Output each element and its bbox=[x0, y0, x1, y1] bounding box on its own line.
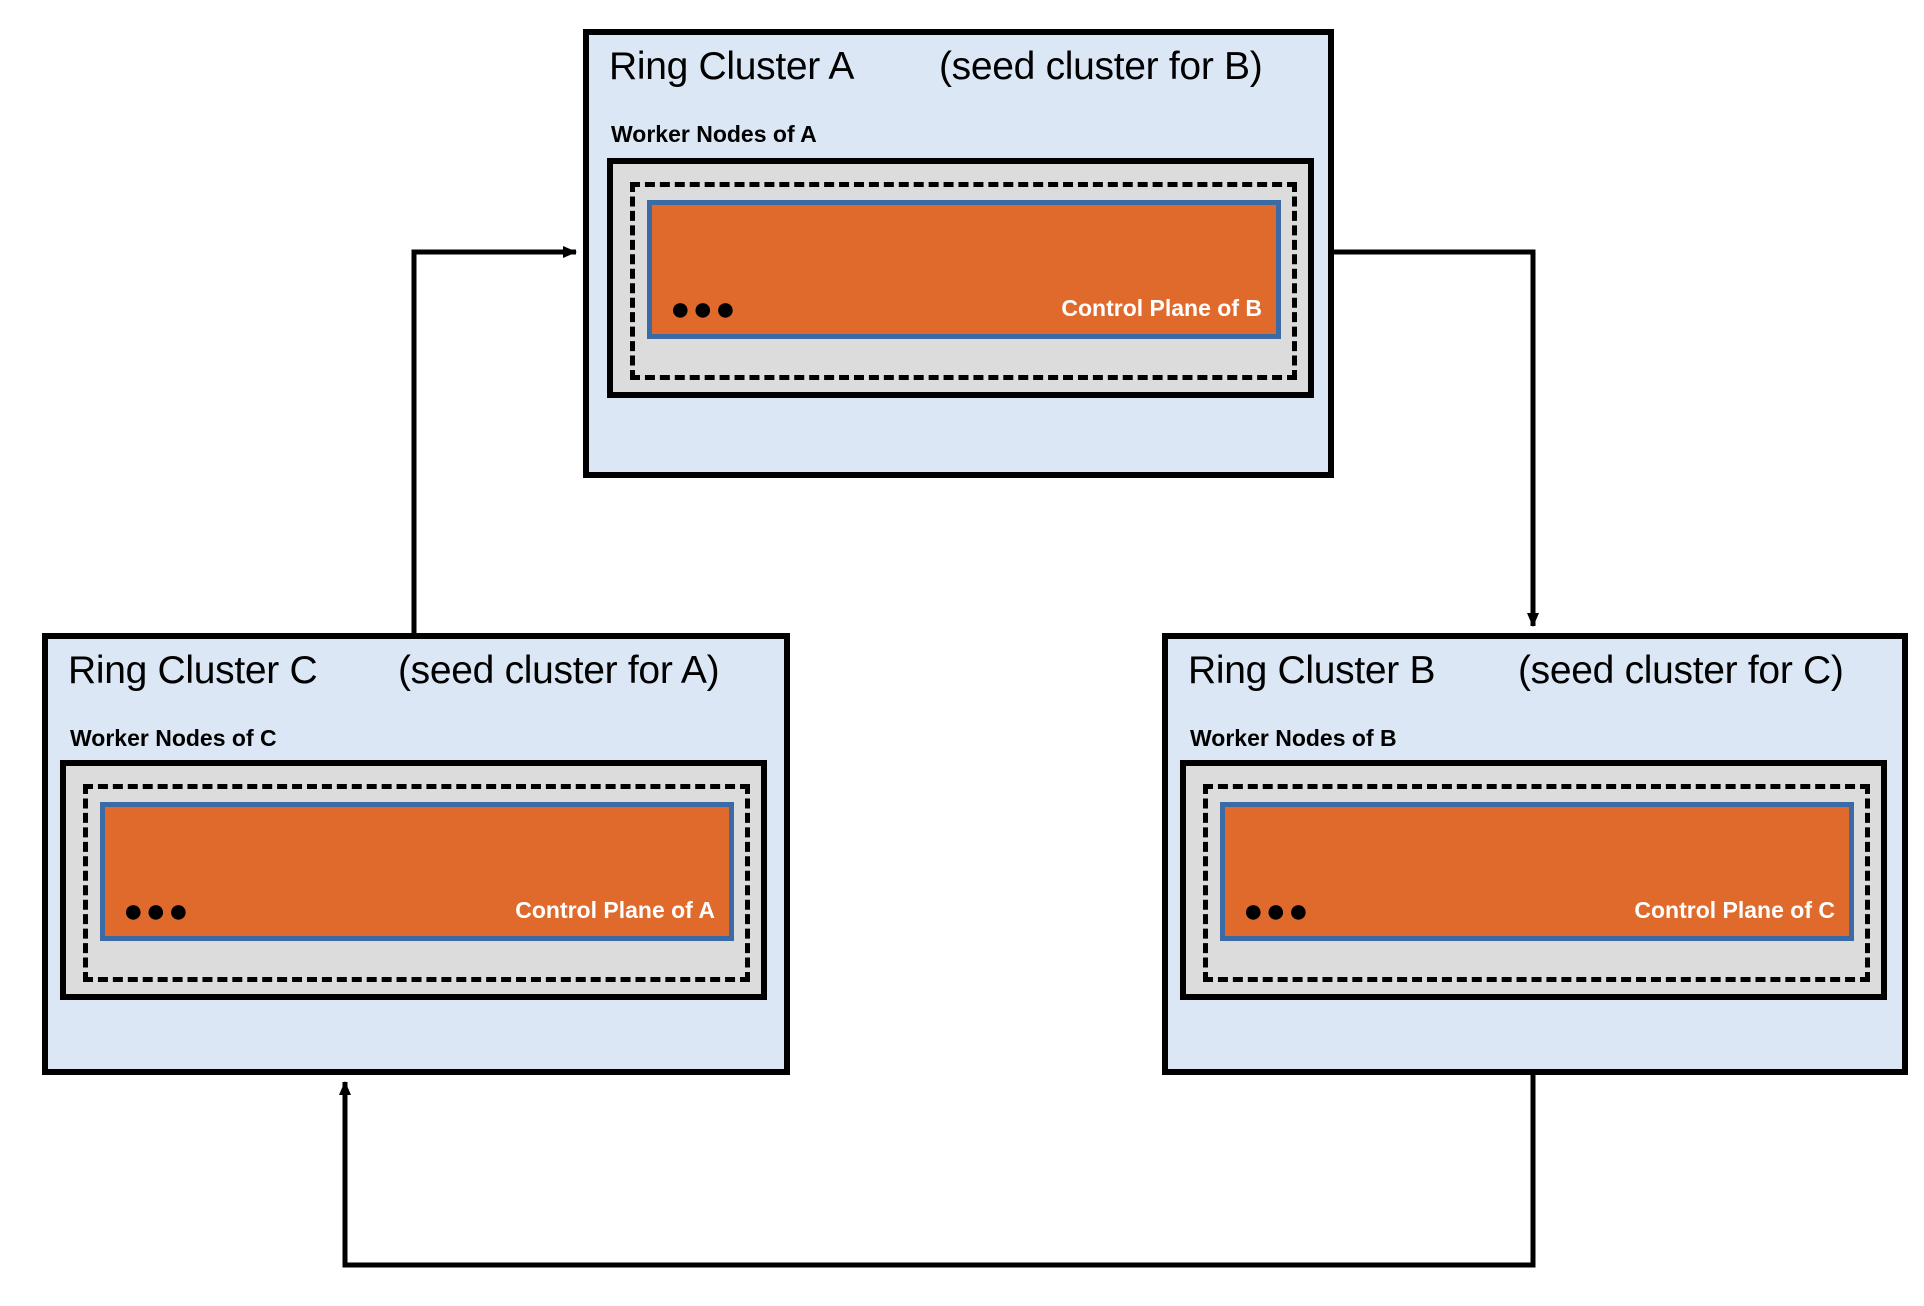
cluster-b-worker-nodes-box[interactable]: ●●● Control Plane of C bbox=[1180, 760, 1887, 1000]
cluster-c-dashed-boundary: ●●● Control Plane of A bbox=[83, 784, 750, 982]
cluster-c-control-plane-dots: ●●● bbox=[123, 892, 191, 930]
cluster-c-title-sub: (seed cluster for A) bbox=[398, 649, 720, 692]
cluster-b-title: Ring Cluster B (seed cluster for C) bbox=[1188, 649, 1844, 693]
cluster-a-dashed-boundary: ●●● Control Plane of B bbox=[630, 182, 1297, 380]
cluster-c-control-plane[interactable]: ●●● Control Plane of A bbox=[100, 802, 734, 941]
cluster-c-control-plane-label: Control Plane of A bbox=[515, 897, 715, 923]
cluster-a-worker-nodes-box[interactable]: ●●● Control Plane of B bbox=[607, 158, 1314, 398]
cluster-a-title-sub: (seed cluster for B) bbox=[939, 45, 1263, 88]
cluster-b-title-main: Ring Cluster B bbox=[1188, 649, 1436, 692]
cluster-b[interactable]: Ring Cluster B (seed cluster for C) Worke… bbox=[1162, 633, 1908, 1075]
cluster-a-worker-nodes-label: Worker Nodes of A bbox=[611, 121, 817, 147]
arrow-b-to-c bbox=[339, 1075, 1536, 1268]
cluster-b-title-sub: (seed cluster for C) bbox=[1518, 649, 1844, 692]
cluster-c-worker-nodes-box[interactable]: ●●● Control Plane of A bbox=[60, 760, 767, 1000]
cluster-c-title: Ring Cluster C (seed cluster for A) bbox=[68, 649, 720, 693]
cluster-b-worker-nodes-label: Worker Nodes of B bbox=[1190, 725, 1397, 751]
cluster-b-dashed-boundary: ●●● Control Plane of C bbox=[1203, 784, 1870, 982]
cluster-a-control-plane[interactable]: ●●● Control Plane of B bbox=[647, 200, 1281, 339]
cluster-b-control-plane[interactable]: ●●● Control Plane of C bbox=[1220, 802, 1854, 941]
cluster-c-title-main: Ring Cluster C bbox=[68, 649, 318, 692]
cluster-a-control-plane-label: Control Plane of B bbox=[1061, 295, 1262, 321]
cluster-c-worker-nodes-label: Worker Nodes of C bbox=[70, 725, 277, 751]
cluster-a-title: Ring Cluster A (seed cluster for B) bbox=[609, 45, 1263, 89]
cluster-a-control-plane-dots: ●●● bbox=[670, 290, 738, 328]
arrow-c-to-a bbox=[411, 246, 577, 633]
cluster-a-title-main: Ring Cluster A bbox=[609, 45, 855, 88]
cluster-c[interactable]: Ring Cluster C (seed cluster for A) Worke… bbox=[42, 633, 790, 1075]
cluster-a[interactable]: Ring Cluster A (seed cluster for B) Worke… bbox=[583, 29, 1334, 478]
cluster-b-control-plane-label: Control Plane of C bbox=[1634, 897, 1835, 923]
cluster-b-control-plane-dots: ●●● bbox=[1243, 892, 1311, 930]
arrow-a-to-b bbox=[1334, 249, 1539, 627]
